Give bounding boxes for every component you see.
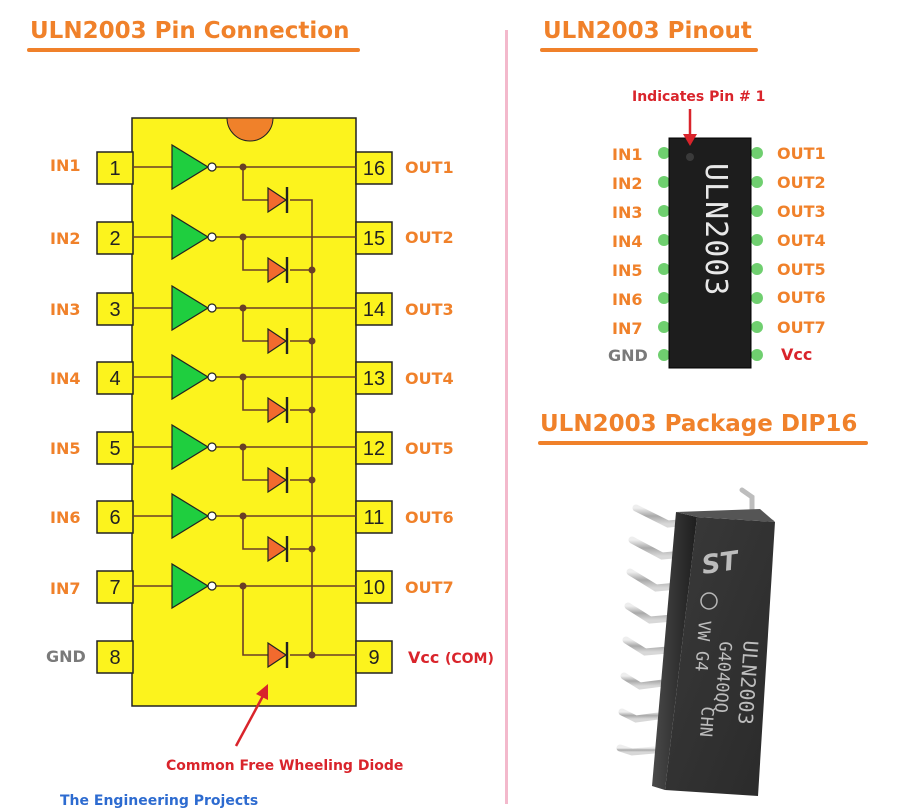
pin-num-15: 15 [363, 228, 385, 250]
pin-num-9: 9 [368, 647, 379, 669]
pinout-chip-body [668, 137, 752, 369]
pkg-line-1: ULN2003 [733, 640, 763, 726]
pinout-chip: ULN2003 [658, 109, 763, 369]
diodes [267, 186, 289, 669]
note-arrow [234, 684, 268, 747]
pin1-dot [686, 153, 694, 161]
label-in1: IN1 [50, 156, 81, 175]
label-out6: OUT6 [405, 508, 454, 527]
pinout-label-out3: OUT3 [777, 202, 826, 221]
label-out5: OUT5 [405, 439, 454, 458]
pinout-label-in5: IN5 [612, 261, 643, 280]
pin-num-4: 4 [109, 368, 120, 390]
pin-num-6: 6 [109, 507, 120, 529]
label-out4: OUT4 [405, 369, 454, 388]
pin-num-7: 7 [109, 577, 120, 599]
pkg-line-2: G4040QQ [710, 641, 735, 714]
label-in3: IN3 [50, 300, 81, 319]
label-in6: IN6 [50, 508, 81, 527]
pinout-label-gnd: GND [608, 346, 648, 365]
com-text: (COM) [444, 651, 494, 667]
vcc-text: Vcc [408, 648, 440, 667]
dip16-package: ST ULN2003 G4040QQ VW G4 CHN [616, 487, 775, 796]
pin-num-11: 11 [364, 507, 385, 529]
package-underline [538, 441, 868, 445]
pinout-title: ULN2003 Pinout [543, 18, 752, 44]
pinout-chip-text: ULN2003 [698, 163, 733, 296]
pinout-label-in3: IN3 [612, 203, 643, 222]
wires [133, 166, 356, 656]
pinout-label-out2: OUT2 [777, 173, 826, 192]
pin-num-8: 8 [109, 647, 120, 669]
label-gnd: GND [46, 647, 86, 666]
e3-mark [700, 592, 718, 610]
notch [226, 117, 274, 142]
pin-num-2: 2 [109, 228, 120, 250]
pin-connection-title: ULN2003 Pin Connection [30, 18, 350, 44]
pinout-label-out4: OUT4 [777, 231, 826, 250]
pin-num-12: 12 [363, 438, 385, 460]
dip16-top [665, 517, 775, 796]
pin1-indicator-text: Indicates Pin # 1 [632, 89, 766, 105]
pinout-label-in2: IN2 [612, 174, 643, 193]
pinout-label-out1: OUT1 [777, 144, 826, 163]
pinout-label-out5: OUT5 [777, 260, 826, 279]
pkg-line-3: VW G4 [690, 620, 714, 672]
label-out1: OUT1 [405, 158, 454, 177]
label-out7: OUT7 [405, 578, 454, 597]
schematic: 1 2 3 4 5 6 7 8 16 15 14 13 12 11 10 9 [96, 117, 393, 747]
label-out2: OUT2 [405, 228, 454, 247]
left-pin-boxes [96, 151, 134, 674]
pin-connection-underline [27, 48, 360, 52]
pinout-label-in1: IN1 [612, 145, 643, 164]
label-in2: IN2 [50, 229, 81, 248]
free-wheeling-diode-note: Common Free Wheeling Diode [166, 758, 404, 774]
st-logo: ST [700, 546, 743, 581]
inverter-bubbles [207, 162, 217, 591]
pin-num-3: 3 [109, 299, 120, 321]
package-title: ULN2003 Package DIP16 [540, 411, 858, 437]
pin-num-14: 14 [363, 299, 385, 321]
pin-num-1: 1 [109, 158, 120, 180]
pinout-label-out7: OUT7 [777, 318, 826, 337]
label-in5: IN5 [50, 439, 81, 458]
pinout-label-vcc: Vcc [781, 345, 813, 364]
junction-dots [239, 163, 316, 659]
dip16-side [652, 512, 697, 790]
pin-num-13: 13 [363, 368, 385, 390]
pin-num-10: 10 [363, 577, 385, 599]
label-vcc-com: Vcc (COM) [408, 648, 494, 667]
section-divider [505, 30, 508, 804]
pinout-label-in4: IN4 [612, 232, 643, 251]
pkg-line-4: CHN [695, 706, 717, 738]
buffer-triangles [171, 143, 210, 610]
pinout-pins-right [751, 147, 763, 361]
pinout-label-in7: IN7 [612, 319, 643, 338]
right-pin-boxes [355, 151, 393, 674]
pinout-pins-left [658, 147, 670, 361]
label-in7: IN7 [50, 579, 81, 598]
label-in4: IN4 [50, 369, 81, 388]
pin1-arrow [683, 109, 697, 146]
pin-num-5: 5 [109, 438, 120, 460]
ic-body [131, 117, 357, 707]
pinout-underline [540, 48, 758, 52]
label-out3: OUT3 [405, 300, 454, 319]
pinout-label-in6: IN6 [612, 290, 643, 309]
pin-num-16: 16 [363, 158, 385, 180]
pinout-label-out6: OUT6 [777, 288, 826, 307]
